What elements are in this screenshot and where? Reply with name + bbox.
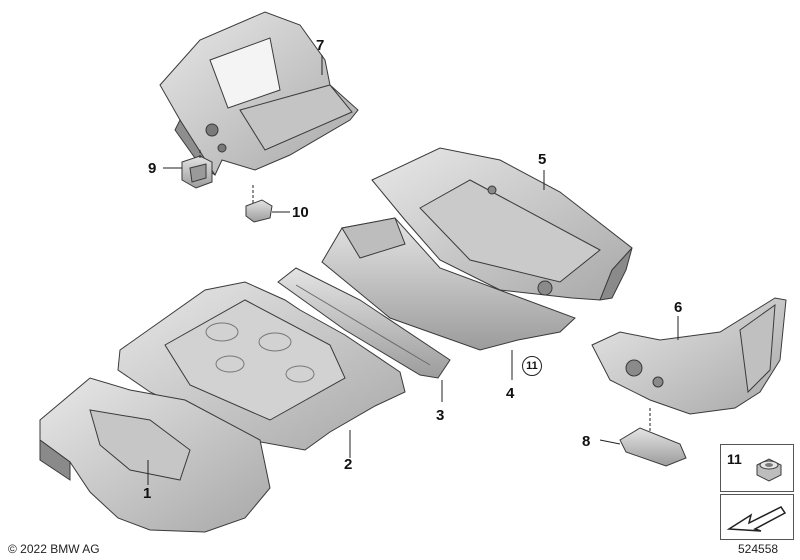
callout-7: 7 <box>316 37 325 54</box>
callout-6: 6 <box>674 299 683 316</box>
callout-4: 4 <box>506 385 515 402</box>
copyright-text: © 2022 BMW AG <box>8 542 100 556</box>
part-7-panel <box>159 11 359 176</box>
direction-arrow-icon <box>726 506 787 532</box>
leader-8 <box>599 439 621 445</box>
callout-2: 2 <box>344 456 353 473</box>
part-10-clip <box>245 199 273 223</box>
inset-part-11: 11 <box>720 444 794 492</box>
callout-ref-11: 11 <box>522 356 542 376</box>
part-3-rail <box>277 267 451 379</box>
callout-5: 5 <box>538 151 547 168</box>
part-8-bracket <box>619 427 687 467</box>
part-1-panel <box>39 377 271 533</box>
callout-10: 10 <box>292 204 309 221</box>
nut-icon <box>756 458 782 482</box>
part-6-panel <box>591 297 787 415</box>
inset-arrow-box <box>720 494 794 540</box>
callout-1: 1 <box>143 485 152 502</box>
part-9-bracket <box>181 155 213 189</box>
callout-9: 9 <box>148 160 157 177</box>
inset-number: 11 <box>727 451 742 467</box>
diagram-id: 524558 <box>738 542 779 556</box>
part-5-panel <box>371 147 633 301</box>
callout-3: 3 <box>436 407 445 424</box>
part-4-panel <box>321 217 576 351</box>
callout-8: 8 <box>582 433 591 450</box>
